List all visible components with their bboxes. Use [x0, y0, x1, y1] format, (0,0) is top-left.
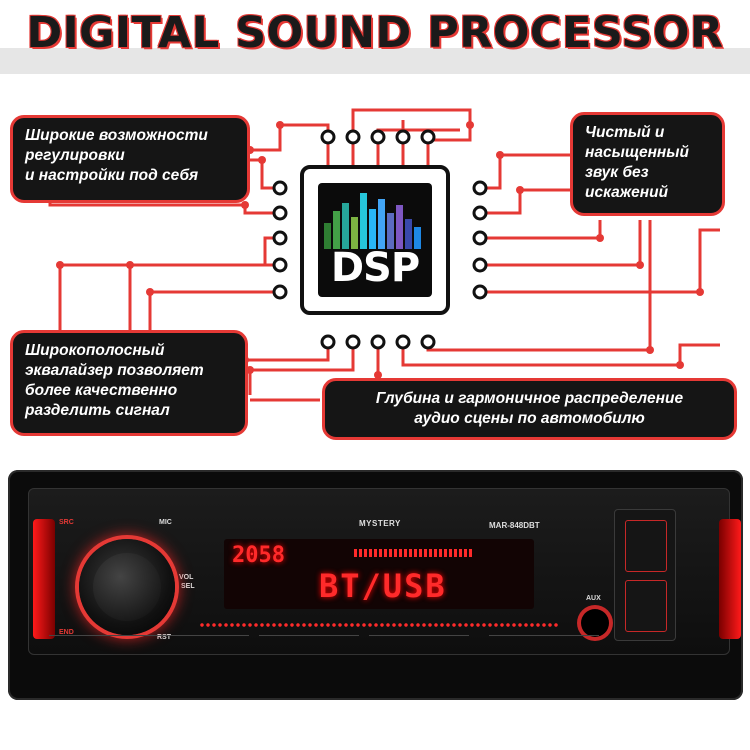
trace-right-4	[480, 220, 642, 267]
callout-line: насыщенный	[585, 144, 689, 161]
callout-top-right: Чистый и насыщенный звук без искажений	[570, 112, 725, 216]
callout-line: регулировки	[25, 147, 125, 164]
callout-line: Широкополосный	[25, 342, 165, 359]
display-top-text: 2058	[232, 543, 285, 568]
stereo-faceplate: SRC END MIC VOL SEL RST MYSTERY MAR-848D…	[28, 488, 741, 655]
dsp-chip: DSP	[300, 165, 450, 315]
mic-label: MIC	[159, 519, 172, 526]
callout-bottom-left: Широкополосный эквалайзер позволяет боле…	[10, 330, 248, 436]
brand-logo: MYSTERY	[359, 519, 401, 528]
preset-button[interactable]	[259, 635, 359, 652]
vol-label: VOL	[179, 574, 194, 581]
preset-button[interactable]	[369, 635, 469, 652]
trace-right-1	[480, 153, 570, 190]
rst-label: RST	[157, 634, 171, 641]
trace-left-1	[250, 158, 280, 190]
aux-label: AUX	[586, 595, 601, 602]
model-label: MAR-848DBT	[489, 521, 540, 530]
callout-line: и настройки под себя	[25, 167, 199, 184]
callout-line: звук без	[585, 164, 649, 181]
preset-button[interactable]	[149, 635, 249, 652]
volume-knob-cap	[93, 553, 161, 621]
trace-right-2	[480, 188, 570, 215]
right-red-glow	[719, 519, 741, 639]
trace-right-3	[480, 220, 602, 240]
dot-led-row	[199, 621, 559, 629]
sel-label: SEL	[181, 583, 195, 590]
trace-right-5	[480, 228, 720, 294]
left-red-glow	[33, 519, 55, 639]
callout-line: более качественно	[25, 382, 178, 399]
usb-button[interactable]	[625, 580, 667, 632]
preset-button[interactable]	[49, 635, 149, 652]
callout-line: Глубина и гармоничное распределение	[375, 390, 684, 407]
page-title: DIGITAL SOUND PROCESSOR	[26, 8, 724, 58]
trace-left-3	[128, 236, 280, 330]
callout-line: Чистый и	[585, 124, 665, 141]
display-main-text: BT/USB	[319, 567, 447, 605]
level-meter	[354, 549, 474, 557]
header-gray-strip	[0, 48, 750, 74]
callout-line: эквалайзер позволяет	[25, 362, 204, 379]
callout-bottom-right: Глубина и гармоничное распределение ауди…	[322, 378, 737, 440]
aux-jack[interactable]	[581, 609, 609, 637]
preset-button[interactable]	[489, 635, 599, 652]
callout-line: разделить сигнал	[25, 402, 170, 419]
equalizer-bars-icon	[324, 193, 421, 249]
callout-top-left: Широкие возможности регулировки и настро…	[10, 115, 250, 203]
callout-line: аудио сцены по автомобилю	[414, 410, 645, 427]
callout-line: Широкие возможности	[25, 127, 208, 144]
bluetooth-button[interactable]	[625, 520, 667, 572]
lcd-display: 2058 BT/USB	[224, 539, 534, 609]
trace-bottom-2	[248, 338, 355, 395]
dsp-label: DSP	[330, 245, 420, 291]
callout-line: искажений	[585, 184, 669, 201]
trace-top-5	[426, 125, 472, 170]
trace-bottom-1	[245, 338, 330, 362]
right-button-panel	[614, 509, 676, 641]
car-stereo: SRC END MIC VOL SEL RST MYSTERY MAR-848D…	[8, 470, 743, 700]
header-bar: DIGITAL SOUND PROCESSOR	[0, 0, 750, 75]
volume-knob[interactable]	[79, 539, 175, 635]
end-label[interactable]: END	[59, 629, 74, 636]
preset-button-row	[49, 635, 609, 653]
circuit-diagram	[48, 108, 720, 402]
dsp-chip-screen: DSP	[318, 183, 432, 297]
src-label[interactable]: SRC	[59, 519, 74, 526]
trace-left-4	[58, 263, 280, 330]
trace-top-3	[376, 128, 460, 170]
